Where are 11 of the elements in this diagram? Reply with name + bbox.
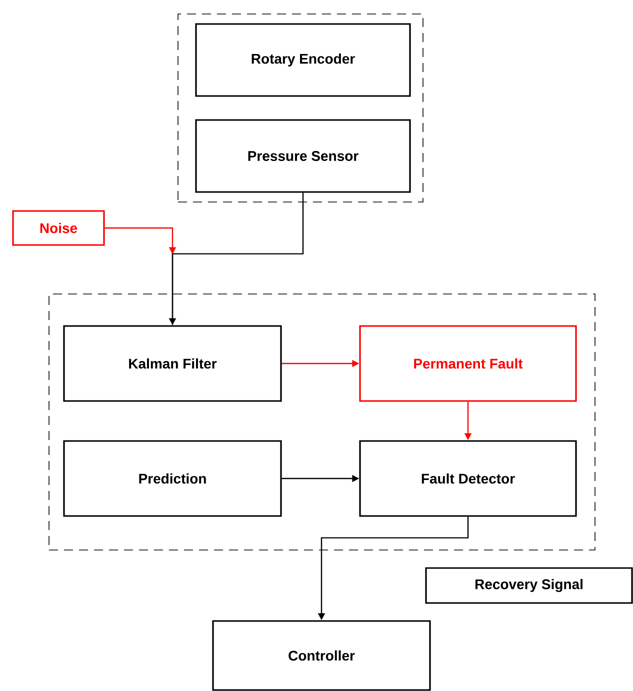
process-box: Controller — [212, 620, 431, 691]
process-box: Rotary Encoder — [195, 23, 411, 97]
process-box: Kalman Filter — [63, 325, 282, 402]
input-box: Noise — [12, 210, 105, 246]
process-box: Fault Detector — [359, 440, 577, 517]
process-box: Pressure Sensor — [195, 119, 411, 193]
dashed-group-box — [177, 13, 424, 203]
process-box: Recovery Signal — [425, 567, 633, 604]
dashed-group-box — [48, 293, 596, 551]
process-box: Prediction — [63, 440, 282, 517]
process-box: Permanent Fault — [359, 325, 577, 402]
